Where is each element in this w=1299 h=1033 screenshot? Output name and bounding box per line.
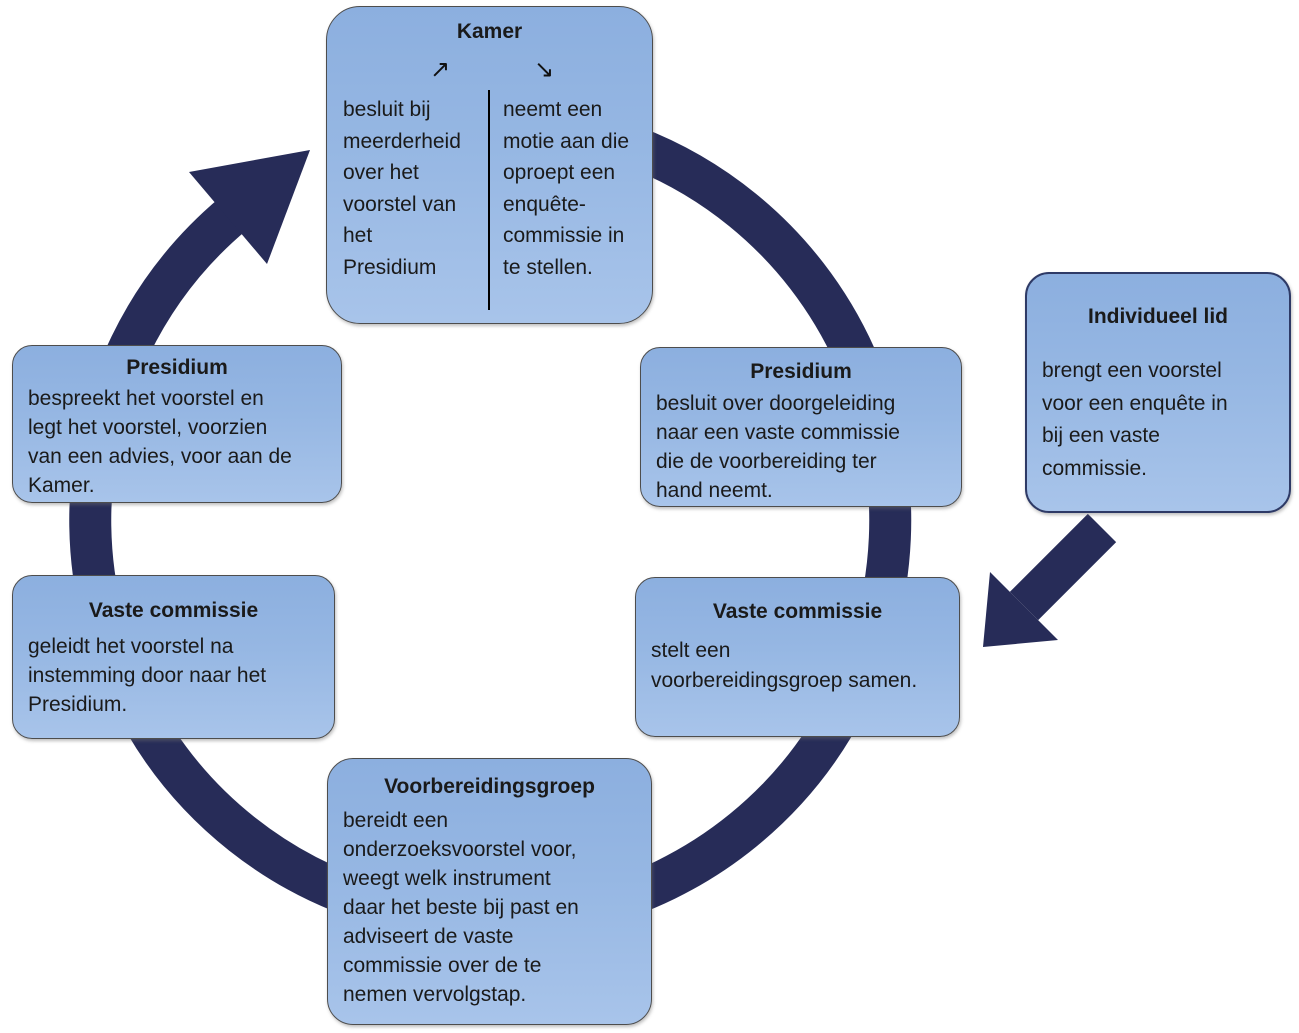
individueel-lid-arrow-shaft — [1009, 513, 1117, 621]
cycle-arrowhead-icon — [189, 150, 310, 264]
kamer-columns: besluit bij meerderheid over het voorste… — [327, 90, 652, 310]
node-text: bereidt een onderzoeksvoorstel voor, wee… — [343, 809, 579, 1006]
node-individueel-lid: Individueel lid brengt een voorstel voor… — [1025, 272, 1291, 513]
up-right-arrow-icon: ↗ — [430, 55, 451, 83]
node-text: geleidt het voorstel na instemming door … — [28, 635, 267, 716]
kamer-left-outcome: besluit bij meerderheid over het voorste… — [343, 98, 461, 279]
node-kamer: Kamer ↗ ↘ besluit bij meerderheid over h… — [326, 6, 653, 324]
node-vaste-commissie-right: Vaste commissie stelt een voorbereidings… — [635, 577, 960, 737]
node-title: Individueel lid — [1087, 305, 1229, 328]
individueel-lid-arrowhead-icon — [983, 572, 1058, 647]
node-text: bespreekt het voorstel en legt het voors… — [28, 387, 292, 497]
node-presidium-right: Presidium besluit over doorgeleiding naa… — [640, 347, 962, 507]
node-title: Vaste commissie — [712, 600, 883, 623]
node-title: Presidium — [126, 356, 228, 379]
node-text: besluit over doorgeleiding naar een vast… — [656, 392, 900, 502]
node-title: Vaste commissie — [88, 599, 259, 622]
node-text: brengt een voorstel voor een enquête in … — [1042, 359, 1228, 480]
down-right-arrow-icon: ↘ — [534, 55, 555, 83]
node-text: stelt een voorbereidingsgroep samen. — [651, 639, 918, 693]
column-divider — [488, 90, 490, 310]
kamer-right-outcome: neemt een motie aan die oproept een enqu… — [503, 98, 630, 279]
node-vaste-commissie-left: Vaste commissie geleidt het voorstel na … — [12, 575, 335, 739]
node-voorbereidingsgroep: Voorbereidingsgroep bereidt een onderzoe… — [327, 758, 652, 1025]
node-title: Kamer — [456, 20, 523, 43]
node-title: Presidium — [750, 360, 852, 383]
node-presidium-left: Presidium bespreekt het voorstel en legt… — [12, 345, 342, 503]
node-title: Voorbereidingsgroep — [384, 775, 595, 798]
